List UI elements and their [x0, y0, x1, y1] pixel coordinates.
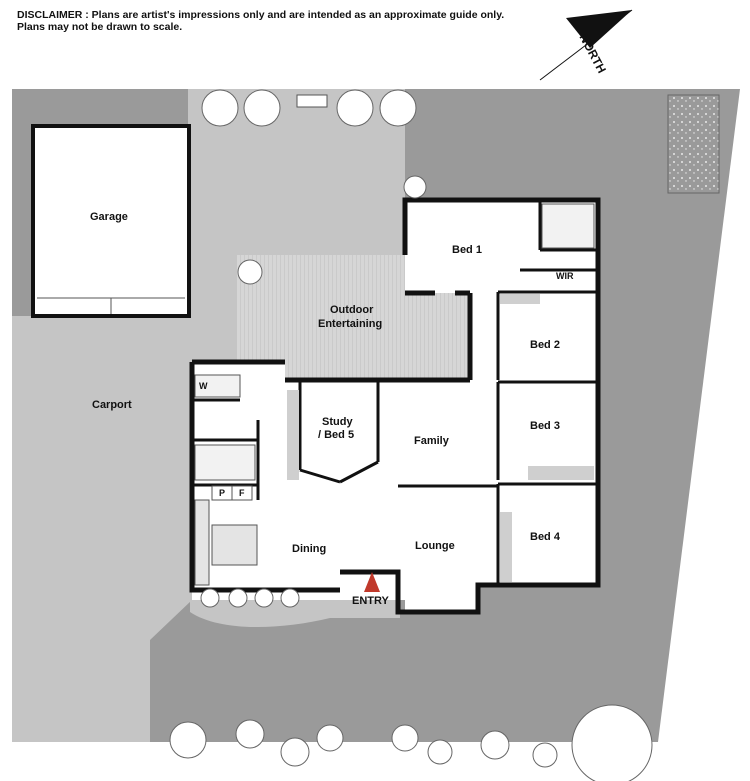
disclaimer-line-2: Plans may not be drawn to scale. — [17, 21, 183, 33]
bathroom — [194, 444, 256, 481]
garage-label: Garage — [90, 211, 128, 223]
wir-label: WIR — [556, 271, 574, 281]
ensuite — [541, 203, 595, 249]
fridge-label: F — [239, 488, 245, 498]
pantry-label: P — [219, 488, 225, 498]
north-arrow: NORTH — [539, 9, 633, 81]
trees — [169, 89, 653, 781]
north-label: NORTH — [576, 31, 608, 75]
bed2-label: Bed 2 — [530, 339, 560, 351]
front-path — [190, 600, 400, 628]
dining-label: Dining — [292, 543, 326, 555]
study-robe — [287, 390, 299, 480]
bed4-label: Bed 4 — [530, 531, 561, 543]
outdoor-label-2: Entertaining — [318, 318, 382, 330]
internal-walls — [192, 200, 598, 585]
study-label-1: Study — [322, 416, 353, 428]
laundry-label: W — [199, 381, 208, 391]
laundry — [194, 374, 241, 398]
kitchen-island — [211, 524, 258, 566]
outdoor-label-1: Outdoor — [330, 304, 374, 316]
study-label-2: / Bed 5 — [318, 429, 354, 441]
entry-label: ENTRY — [352, 595, 390, 607]
kitchen-bench — [194, 499, 210, 586]
bed4-robe — [500, 512, 512, 582]
bed1-label: Bed 1 — [452, 244, 482, 256]
entry-arrow-icon — [364, 572, 380, 592]
disclaimer-line-1: DISCLAIMER : Plans are artist's impressi… — [17, 9, 505, 21]
fridge — [231, 485, 253, 501]
driveway — [12, 316, 192, 742]
bed3-label: Bed 3 — [530, 420, 560, 432]
garage-block — [31, 124, 191, 318]
family-label: Family — [414, 435, 450, 447]
outdoor-deck — [237, 255, 470, 380]
lounge-label: Lounge — [415, 540, 455, 552]
gravel-bed — [667, 94, 720, 194]
carport-label: Carport — [92, 399, 132, 411]
side-path — [188, 89, 405, 362]
bed3-robe — [528, 466, 594, 480]
disclaimer: DISCLAIMER : Plans are artist's impressi… — [17, 9, 504, 33]
bed2-robe — [500, 294, 540, 304]
letterbox — [296, 94, 328, 108]
